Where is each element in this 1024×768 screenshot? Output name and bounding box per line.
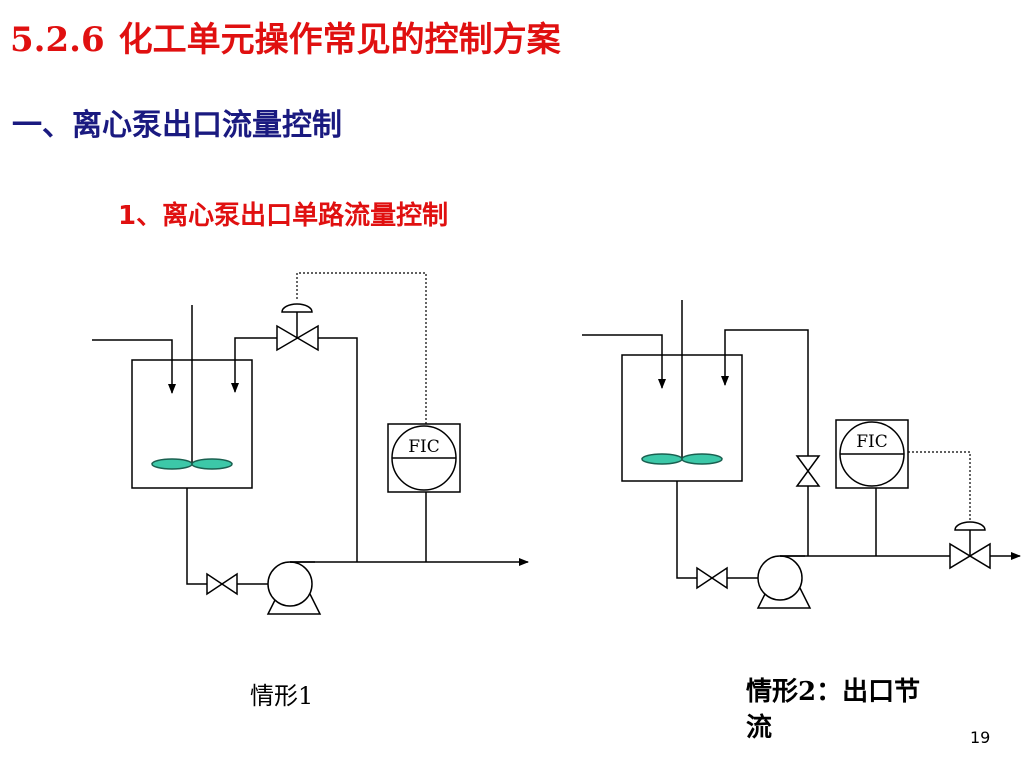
case1-feed-line (92, 339, 176, 394)
case1-suction-line (186, 488, 275, 585)
case2-caption: 情形2：出口节流 (746, 677, 921, 743)
case1-fic-label: FIC (408, 437, 440, 457)
case2-diagram (582, 300, 1021, 609)
case1-recycle-inlet (231, 337, 277, 393)
case2-feed-line (582, 334, 666, 389)
case2-recycle-line (721, 329, 809, 556)
case2-control-valve (949, 521, 991, 570)
case1-suction-valve (206, 572, 238, 596)
case1-control-valve (276, 303, 319, 352)
case2-fic-label: FIC (856, 432, 888, 452)
section-heading: 一、离心泵出口流量控制 (12, 108, 342, 143)
case1-pump (266, 561, 322, 615)
case2-signal-line (908, 451, 971, 522)
title-number: 5.2.6 (10, 20, 105, 60)
slide-title: 5.2.6 化工单元操作常见的控制方案 (10, 12, 561, 61)
case1-recycle-line (318, 337, 358, 562)
case2-suction-valve (696, 566, 728, 590)
case1-agitator-blades (151, 458, 233, 470)
page-number: 19 (970, 728, 991, 747)
case2-pump (756, 555, 812, 609)
case2-suction-line (676, 481, 765, 579)
title-text: 化工单元操作常见的控制方案 (118, 20, 561, 60)
case1-signal-line (296, 272, 427, 424)
case1-diagram (92, 272, 529, 615)
case2-agitator-blades (641, 453, 723, 465)
case2-recycle-valve (795, 455, 821, 487)
sub-heading: 1、离心泵出口单路流量控制 (118, 201, 449, 231)
case1-caption: 情形1 (250, 682, 314, 710)
